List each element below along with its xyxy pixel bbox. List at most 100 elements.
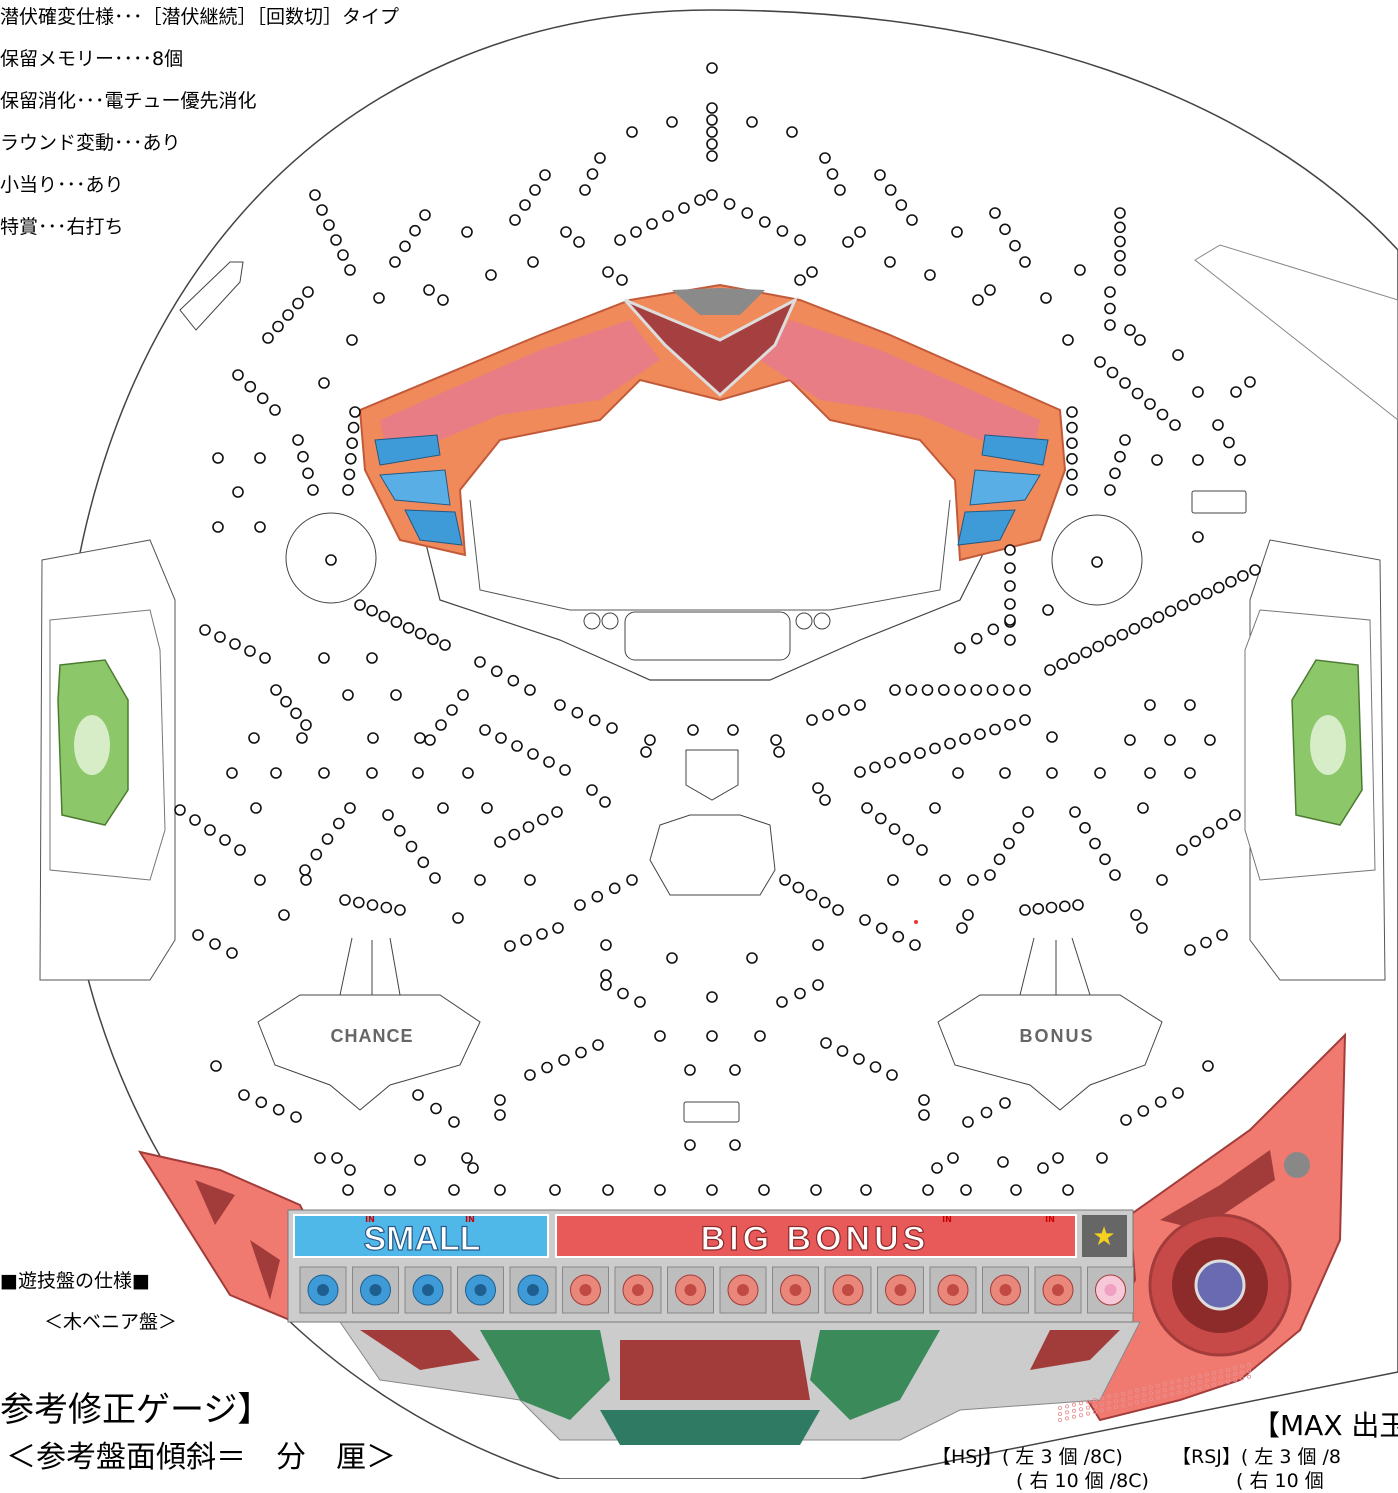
small-in-tag-1: IN — [365, 1215, 375, 1224]
bonus-unit — [937, 937, 1163, 1111]
nail — [1069, 806, 1081, 818]
nail — [1004, 614, 1016, 626]
nail — [662, 210, 674, 222]
nail — [1202, 1060, 1214, 1072]
round-lamp — [404, 1266, 452, 1314]
nail — [1119, 434, 1131, 446]
lane-dot — [1149, 1391, 1154, 1396]
nail — [452, 912, 464, 924]
nail-layout — [174, 62, 1261, 1196]
nail — [706, 102, 718, 114]
nail — [634, 996, 646, 1008]
nail — [899, 751, 911, 764]
lane-dot — [1121, 1397, 1126, 1402]
nail — [918, 1094, 930, 1106]
nail — [1022, 806, 1034, 818]
nail — [875, 922, 888, 935]
nail — [999, 223, 1011, 236]
nail — [214, 631, 226, 643]
lane-dot — [1156, 1389, 1161, 1394]
lane-dot — [1072, 1408, 1077, 1413]
bottom-right-deco — [1073, 1032, 1347, 1422]
lane-dot — [1093, 1404, 1098, 1409]
nail — [947, 1152, 959, 1164]
lane-dot — [1205, 1384, 1210, 1389]
small-panel — [293, 1214, 549, 1258]
nail — [339, 894, 351, 906]
nail — [592, 1039, 604, 1051]
nail — [993, 853, 1006, 866]
nail — [1212, 419, 1224, 431]
nail — [806, 714, 818, 726]
nail — [602, 266, 614, 278]
nail — [895, 199, 908, 211]
nail — [508, 828, 521, 841]
spec-line-digest: 保留消化･･･電チュー優先消化 — [0, 90, 257, 112]
lane-dot — [1219, 1369, 1224, 1374]
nail — [884, 184, 897, 196]
nail — [254, 874, 266, 886]
nail — [952, 767, 964, 779]
nail — [918, 1109, 930, 1121]
nail — [989, 723, 1001, 736]
nail — [579, 184, 591, 196]
lane-dot — [1086, 1411, 1091, 1416]
lane-dot — [1149, 1385, 1154, 1390]
lane-dot — [1163, 1388, 1168, 1393]
nail — [366, 767, 378, 779]
nail — [1009, 239, 1021, 252]
nail — [390, 616, 403, 628]
nail — [854, 699, 866, 711]
right-side-unit — [1244, 539, 1386, 981]
lane-dot — [1114, 1405, 1119, 1410]
chance-unit — [257, 937, 481, 1111]
nail — [931, 1162, 943, 1174]
rsj-line-1: 【RSJ】( 左 3 個 /8 — [1172, 1446, 1342, 1468]
nail — [1124, 734, 1136, 746]
nail — [344, 1164, 356, 1176]
lane-dot — [1240, 1376, 1245, 1381]
nail — [481, 802, 493, 814]
nail — [419, 209, 431, 221]
nail — [854, 766, 866, 778]
nail — [706, 1030, 718, 1042]
nail — [1099, 853, 1111, 866]
nail — [1091, 556, 1103, 568]
nail — [446, 704, 458, 716]
nail — [984, 284, 996, 296]
nail — [539, 169, 551, 181]
nail — [332, 817, 345, 830]
nail — [630, 226, 642, 238]
nail — [430, 1102, 442, 1115]
nail — [384, 1184, 396, 1196]
round-lamp — [772, 1266, 819, 1314]
nail — [776, 225, 789, 237]
nail — [874, 169, 886, 181]
nail — [706, 991, 718, 1003]
lane-dot — [1135, 1388, 1140, 1393]
nail — [602, 1184, 614, 1196]
nail — [254, 521, 266, 533]
nail — [347, 421, 360, 434]
nail — [999, 1097, 1011, 1109]
nail — [819, 794, 831, 806]
nail — [914, 747, 926, 759]
nail — [1080, 646, 1092, 659]
nail — [342, 689, 354, 701]
nail — [640, 746, 652, 758]
chance-label: CHANCE — [330, 1026, 413, 1046]
nail — [1137, 802, 1149, 814]
nail — [402, 622, 415, 634]
nail — [1184, 699, 1196, 711]
nail — [1172, 1087, 1184, 1099]
nail — [1004, 598, 1016, 610]
nail — [318, 377, 330, 389]
nail — [1202, 826, 1215, 839]
nail — [1229, 809, 1241, 821]
nail — [1062, 334, 1074, 346]
nail — [302, 467, 314, 480]
nail — [1114, 250, 1126, 262]
nail — [511, 740, 523, 752]
nail — [924, 269, 936, 281]
nail — [559, 764, 571, 776]
